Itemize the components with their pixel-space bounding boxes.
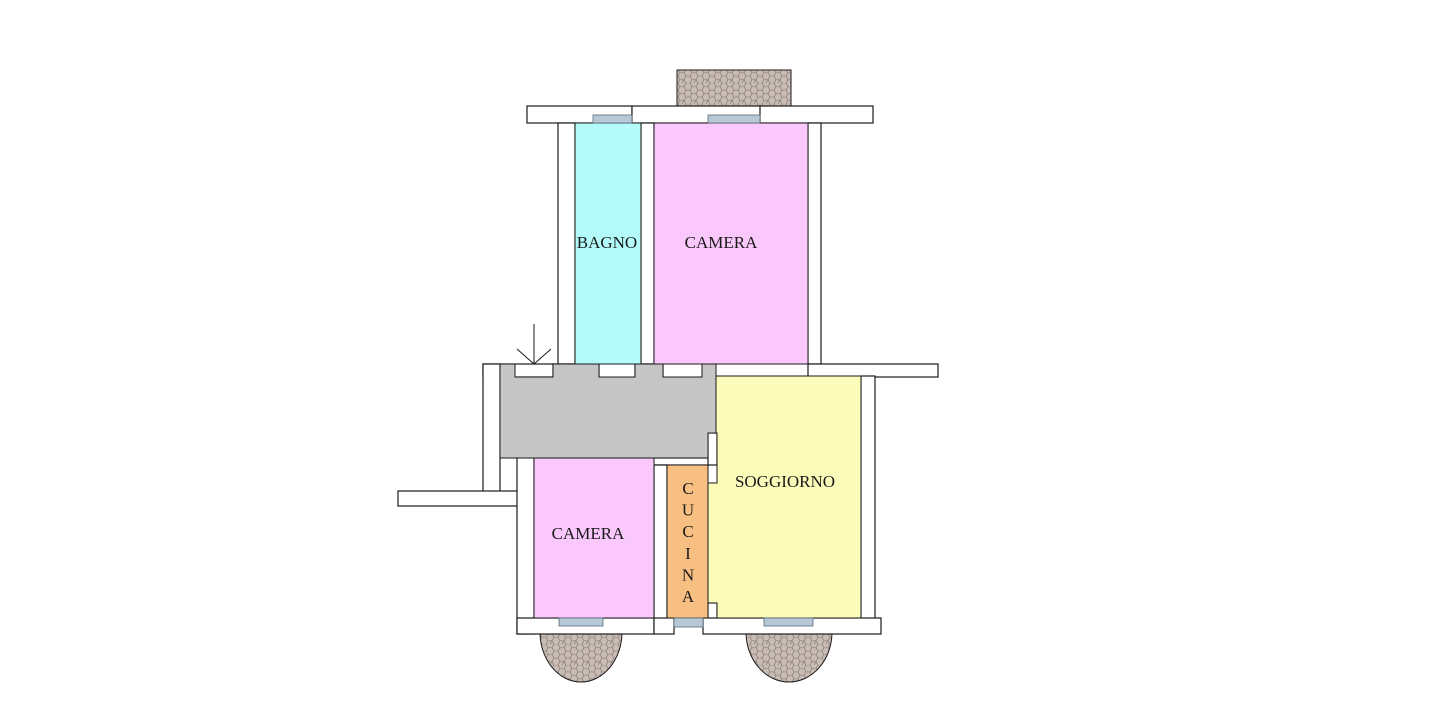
- label-kitchen-letter: A: [682, 587, 695, 606]
- room-hallway: [499, 363, 717, 459]
- room-bedroom-bottom: [533, 457, 655, 619]
- wall-left-mid: [482, 363, 501, 493]
- entry-arrow-icon: [516, 324, 552, 365]
- wall-top-right: [759, 105, 874, 124]
- wall-right-lower: [860, 375, 876, 620]
- wall-camera-cucina: [653, 464, 668, 620]
- label-kitchen-letter: C: [682, 479, 693, 498]
- wall-left-upper: [557, 122, 576, 365]
- balcony-bottom-left: [539, 631, 623, 683]
- label-living: SOGGIORNO: [735, 472, 835, 491]
- window-bathroom: [592, 114, 633, 124]
- label-bedroom-top: CAMERA: [685, 233, 758, 252]
- wall-left-lower: [516, 456, 535, 635]
- wall-left-ledge: [397, 490, 519, 507]
- label-kitchen-letter: U: [682, 501, 694, 520]
- label-bathroom: BAGNO: [577, 233, 637, 252]
- window-bedroom-bottom: [558, 617, 604, 627]
- label-kitchen-letter: C: [682, 522, 693, 541]
- wall-right-upper: [807, 122, 822, 365]
- wall-bagno-camera: [640, 122, 655, 365]
- room-living: [707, 375, 862, 619]
- balcony-bottom-right: [745, 631, 833, 683]
- label-kitchen-letter: N: [682, 565, 694, 584]
- wall-cucina-soggiorno-lower: [707, 602, 718, 620]
- wall-cucina-soggiorno-bot: [707, 432, 718, 466]
- window-living: [763, 617, 814, 627]
- label-bedroom-bottom: CAMERA: [552, 524, 625, 543]
- wall-bottom-mid: [653, 617, 675, 635]
- wall-mid-right: [807, 363, 939, 378]
- window-kitchen: [673, 617, 704, 628]
- window-bedroom-top: [707, 114, 761, 124]
- label-kitchen-letter: I: [685, 544, 691, 563]
